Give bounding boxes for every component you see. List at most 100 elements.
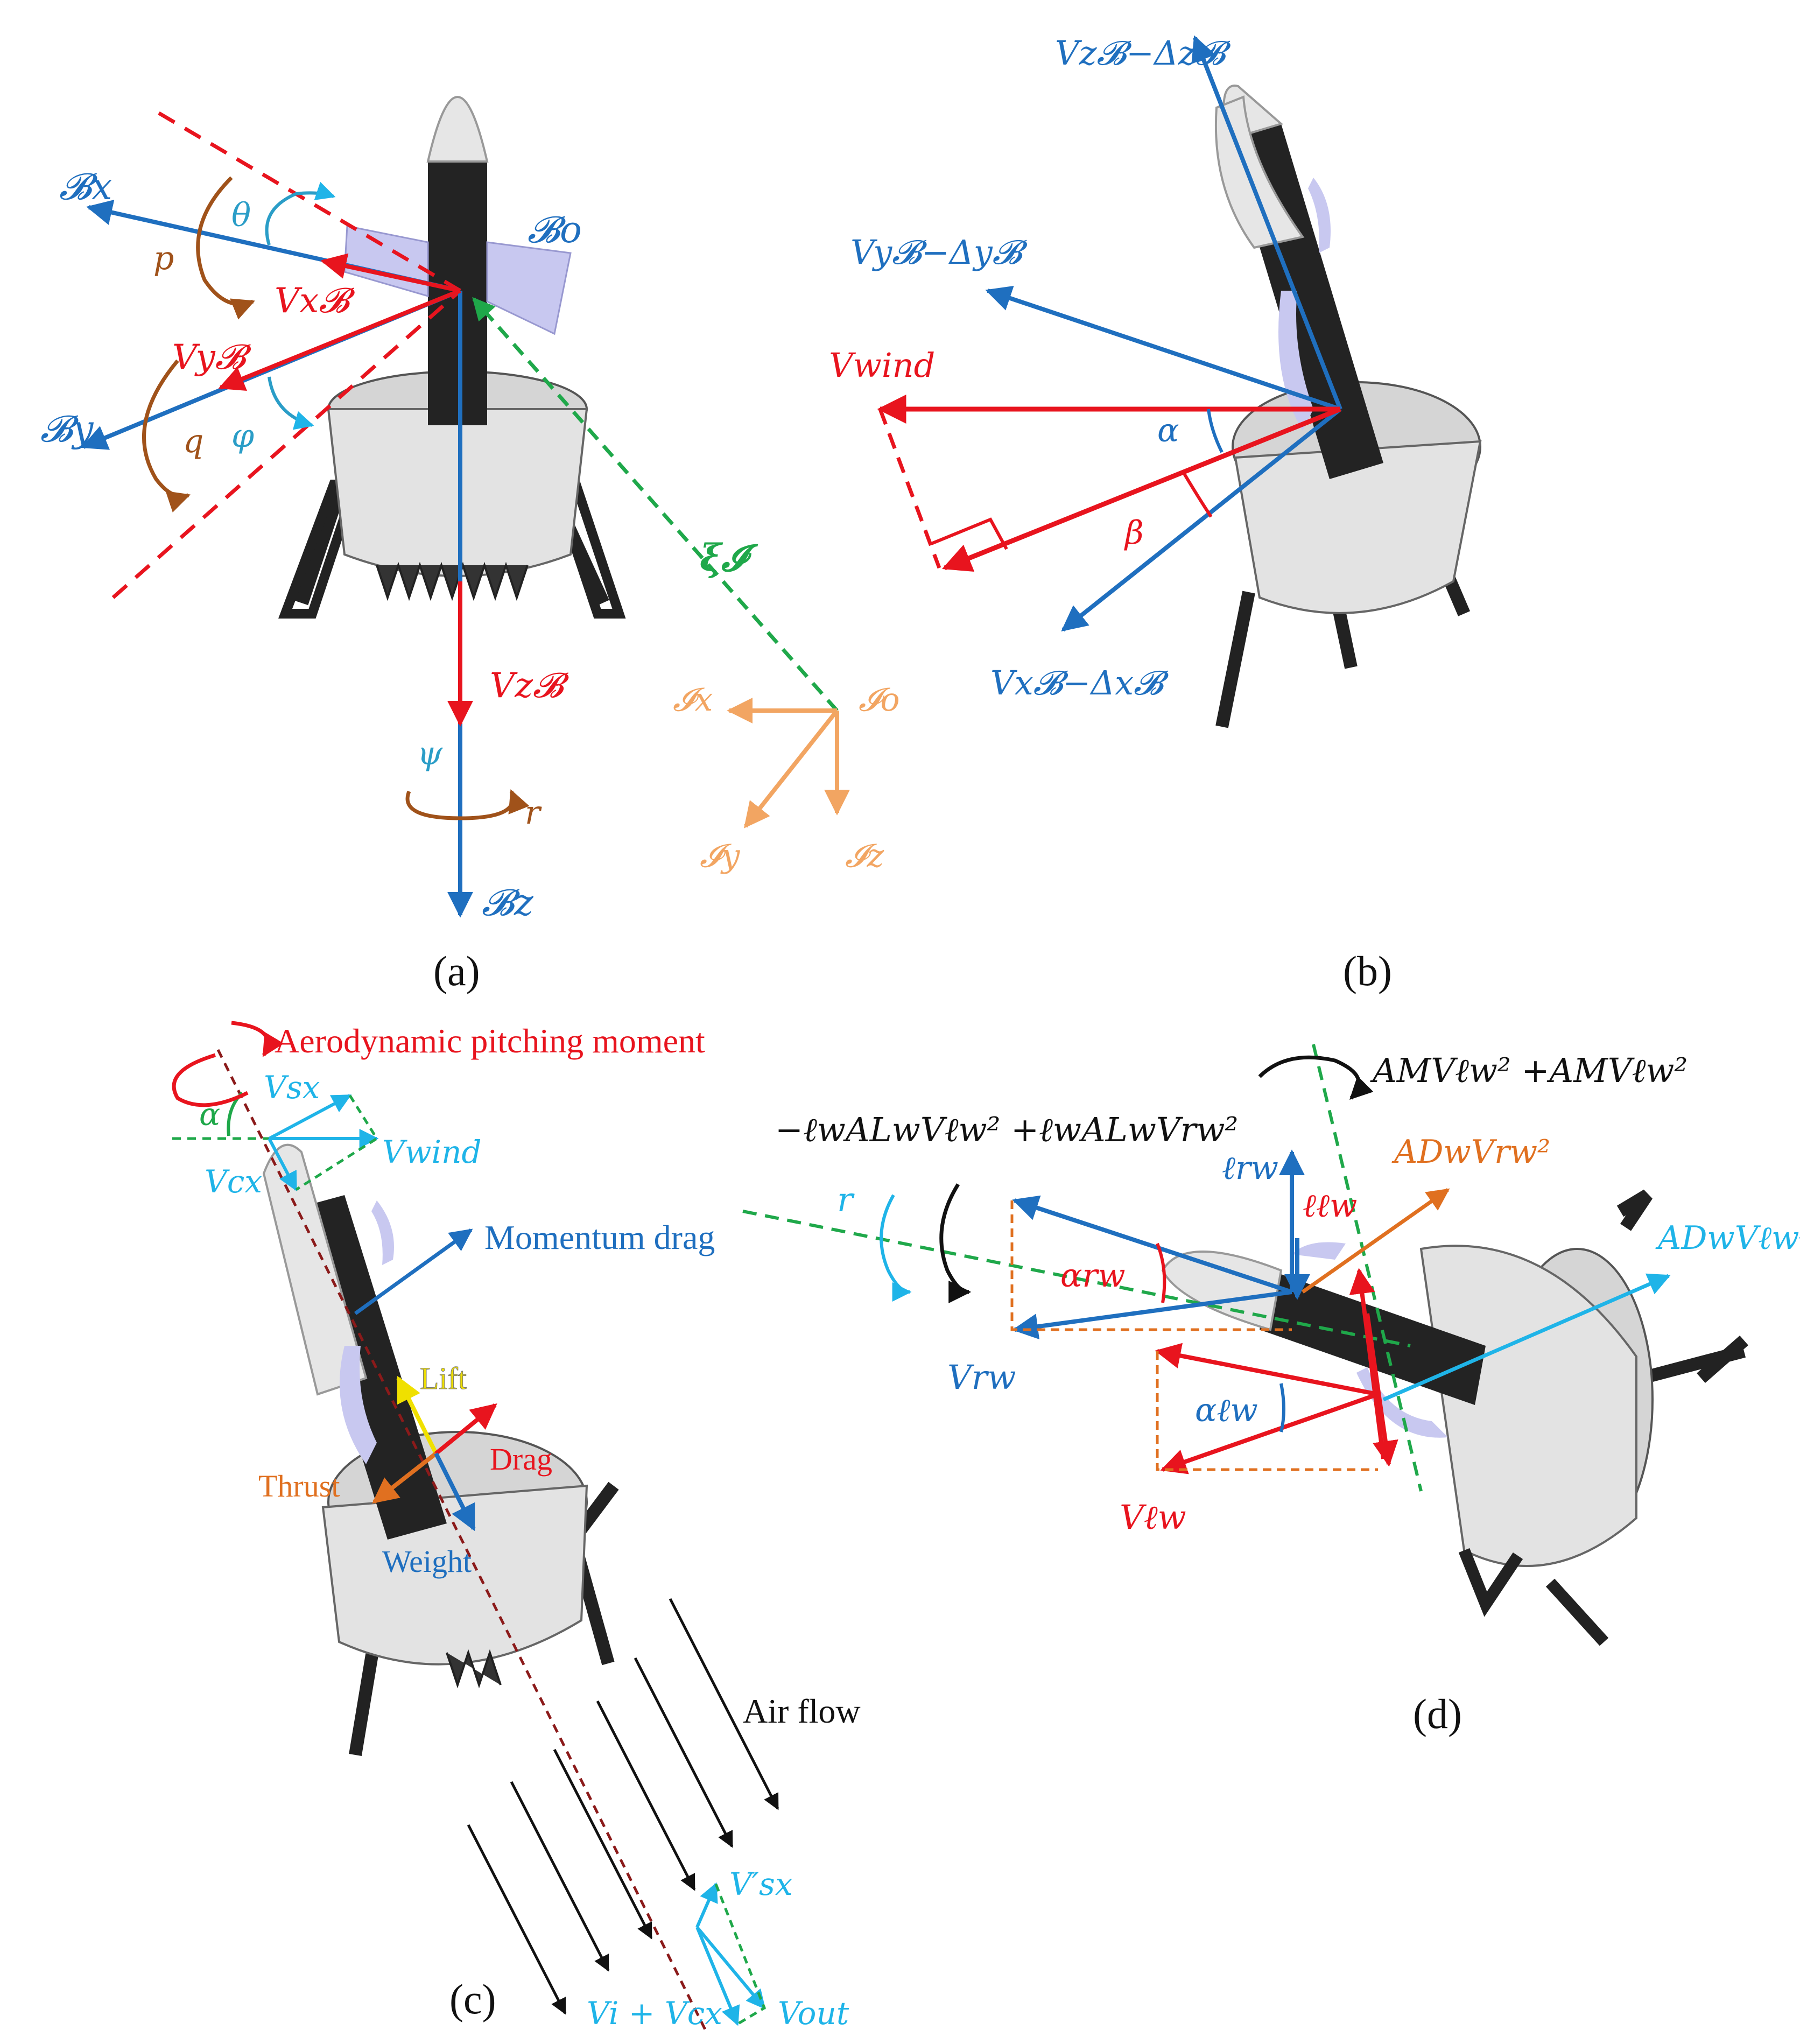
label-c-weight: Weight <box>382 1544 472 1579</box>
arrow-c-vi-vcx <box>695 1926 740 2026</box>
label-c-vcx: Vcx <box>205 1163 262 1200</box>
rotation-d-left-blue <box>880 1194 912 1302</box>
label-c-air-flow: Air flow <box>743 1692 861 1730</box>
label-bo: 𝓑o <box>528 209 582 251</box>
label-d-adw-r: ADwVrw² <box>1391 1133 1550 1171</box>
caption-b: (b) <box>1343 947 1392 994</box>
arrow-d-vlw-top <box>1155 1343 1379 1396</box>
arrow-vx <box>320 253 461 293</box>
label-vz: Vz𝓑 <box>490 666 569 706</box>
line-d-vertical-green <box>1312 1044 1423 1492</box>
line-b-dashed <box>878 408 941 569</box>
arrow-c-drag <box>434 1403 497 1456</box>
axis-b-vy <box>985 286 1341 411</box>
vehicle-c <box>262 1143 619 1756</box>
label-p: p <box>153 240 174 277</box>
label-d-llw: ℓℓw <box>1303 1187 1357 1225</box>
arrow-d-vlw-bottom <box>1160 1392 1379 1474</box>
label-d-r: r <box>837 1180 855 1219</box>
label-xi: ξ𝓘 <box>700 537 758 580</box>
label-c-alpha: α <box>199 1096 220 1133</box>
label-q: q <box>183 423 203 460</box>
rotation-p <box>196 176 255 320</box>
arrow-c-vsx <box>268 1094 352 1140</box>
label-c-thrust: Thrust <box>258 1469 340 1504</box>
label-d-alpha-l: αℓw <box>1195 1392 1258 1429</box>
label-vx: Vx𝓑 <box>275 281 355 321</box>
arrow-c-vout <box>695 1926 766 2010</box>
rotation-d-left-black <box>939 1183 972 1303</box>
arrow-d-vertical-red <box>1349 1268 1386 1459</box>
label-b-vy: Vy𝓑−Δy𝓑 <box>850 233 1028 272</box>
label-iz: 𝓘z <box>845 837 884 875</box>
arrow-c-moment <box>172 1053 249 1107</box>
label-c-momentum-drag: Momentum drag <box>484 1218 715 1256</box>
arrow-c-weight <box>434 1452 476 1532</box>
angle-d-alpha-r <box>1156 1242 1166 1303</box>
panel-d: AMVℓw² +AMVℓw² −ℓwALwVℓw² +ℓwALwVrw² r ℓ… <box>742 1044 1800 1737</box>
arrow-b-projection <box>941 406 1341 572</box>
label-d-lrw: ℓrw <box>1222 1149 1278 1187</box>
arrow-vy <box>218 289 461 391</box>
label-c-moment: Aerodynamic pitching moment <box>275 1022 705 1060</box>
panel-b: Vz𝓑−Δz𝓑 Vy𝓑−Δy𝓑 Vx𝓑−Δx𝓑 Vwind α β (b) <box>829 33 1482 994</box>
label-io: 𝓘o <box>859 681 900 719</box>
angle-phi <box>268 376 314 430</box>
rotation-q <box>142 359 191 512</box>
axis-b-vx <box>1061 407 1342 632</box>
rotation-d-top <box>1258 1055 1374 1100</box>
label-c-vsx: Vsx <box>264 1069 320 1106</box>
label-d-vrw: Vrw <box>947 1358 1016 1397</box>
label-c-vi-vcx: Vi + Vcx <box>587 1995 722 2032</box>
arrow-d-vrw-top <box>1012 1195 1293 1294</box>
label-r: r <box>525 794 542 832</box>
axis-iy <box>743 709 839 828</box>
angle-theta <box>265 181 336 245</box>
label-by: 𝓑y <box>40 408 94 451</box>
label-c-vout: Vout <box>778 1995 849 2032</box>
axis-b-vz <box>1191 35 1342 410</box>
arrow-c-momentum-drag <box>354 1228 473 1315</box>
label-bx: 𝓑x <box>59 166 112 208</box>
label-b-vwind: Vwind <box>829 346 935 385</box>
arrow-c-vsx-prime <box>695 1882 718 1928</box>
caption-d: (d) <box>1413 1690 1462 1737</box>
caption-c: (c) <box>449 1976 496 2022</box>
label-theta: θ <box>231 196 251 234</box>
arrow-xi <box>472 297 839 712</box>
arrow-c-lift <box>396 1375 438 1455</box>
vehicle-a <box>278 96 626 619</box>
label-c-vsx-prime: V′sx <box>729 1866 793 1902</box>
line-d-axis-green <box>742 1210 1411 1347</box>
panel-c: Aerodynamic pitching moment α Vsx Vcx Vw… <box>172 1021 861 2032</box>
angle-d-alpha-l <box>1279 1383 1285 1432</box>
label-d-vlw: Vℓw <box>1120 1498 1186 1537</box>
air-flow-lines <box>467 1598 779 2015</box>
angle-b-alpha <box>1207 409 1224 453</box>
arrow-c-thrust <box>372 1451 438 1504</box>
label-d-moment-left: −ℓwALwVℓw² +ℓwALwVrw² <box>775 1110 1238 1149</box>
arrow-d-adw-r <box>1301 1188 1450 1294</box>
label-c-drag: Drag <box>490 1442 552 1477</box>
label-b-alpha: α <box>1157 412 1179 449</box>
arrow-d-vrw-bottom <box>1012 1290 1292 1339</box>
label-psi: ψ <box>417 735 443 772</box>
label-vy: Vy𝓑 <box>172 338 252 377</box>
label-b-beta: β <box>1124 514 1144 552</box>
caption-a: (a) <box>433 947 480 994</box>
angle-b-beta <box>1183 473 1213 518</box>
label-phi: φ <box>231 417 254 455</box>
arrow-d-adw-l <box>1382 1273 1671 1402</box>
rotation-r <box>405 789 530 820</box>
label-b-vz: Vz𝓑−Δz𝓑 <box>1055 33 1232 73</box>
line-c-axis <box>216 1049 707 2031</box>
vehicle-d <box>1161 1189 1748 1646</box>
label-ix: 𝓘x <box>673 681 713 719</box>
label-iy: 𝓘y <box>700 837 741 875</box>
label-b-vx: Vx𝓑−Δx𝓑 <box>990 663 1169 703</box>
label-c-lift: Lift <box>420 1361 467 1396</box>
panel-a: 𝓑x 𝓑y 𝓑z 𝓑o θ φ ψ p q r Vx𝓑 Vy𝓑 Vz𝓑 ξ𝓘 𝓘… <box>40 96 900 994</box>
label-d-adw-l: ADwVℓw² <box>1655 1219 1800 1257</box>
label-bz: 𝓑z <box>482 882 534 924</box>
